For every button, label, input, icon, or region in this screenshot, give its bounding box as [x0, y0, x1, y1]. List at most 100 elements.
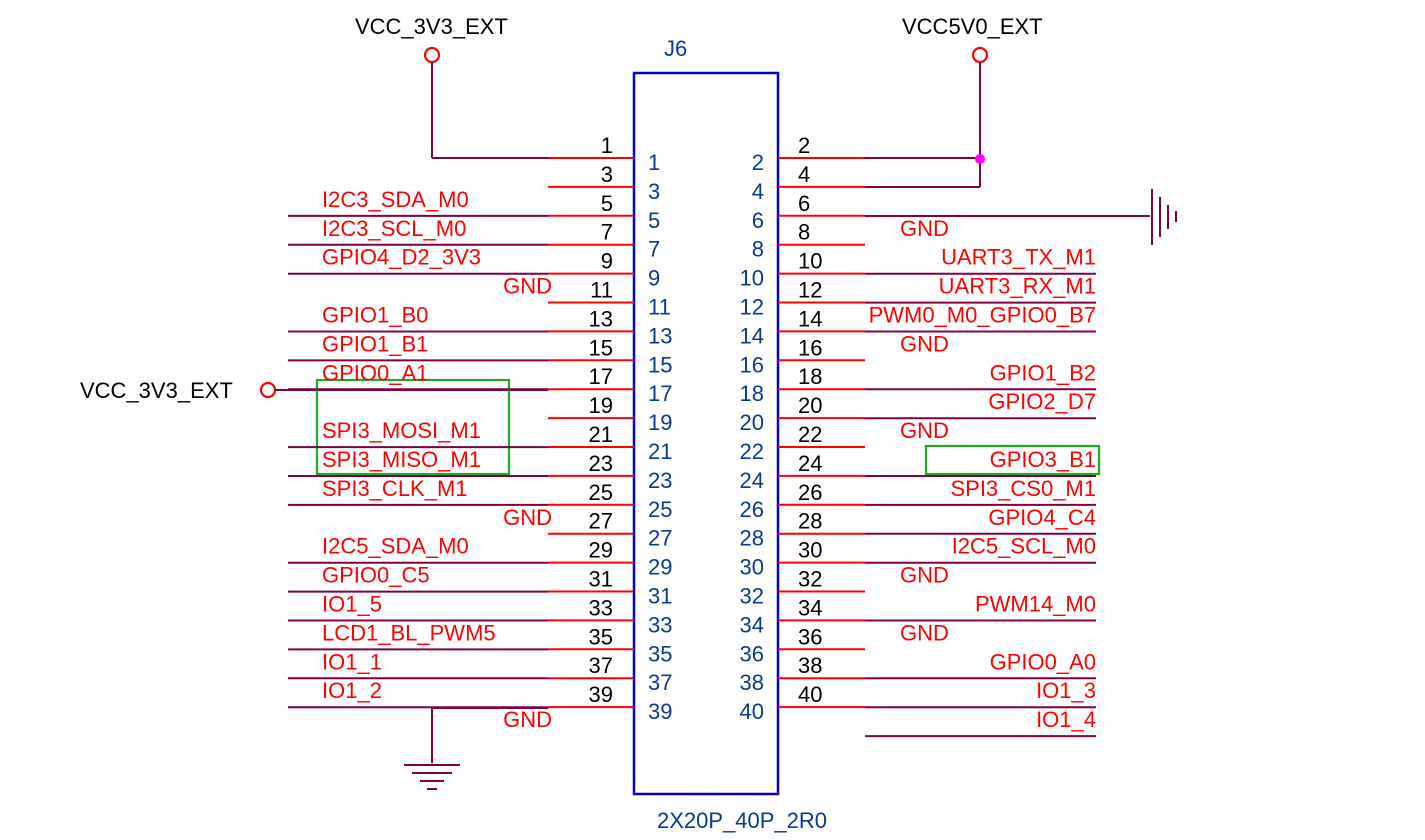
pin-number-outer: 33 [589, 595, 613, 620]
pin-number-outer: 22 [798, 422, 822, 447]
power-vcc3v3-side: VCC_3V3_EXT [80, 378, 548, 403]
power-label: VCC5V0_EXT [902, 14, 1043, 39]
power-label: VCC_3V3_EXT [355, 14, 508, 39]
net-label: UART3_TX_M1 [941, 245, 1096, 270]
net-label: GND [900, 620, 949, 645]
pin-number-outer: 7 [601, 220, 613, 245]
pin-number-inner: 29 [648, 555, 672, 580]
net-label: GPIO2_D7 [988, 389, 1096, 414]
pin-number-inner: 17 [648, 381, 672, 406]
net-label: GND [503, 707, 552, 732]
net-label: GND [900, 216, 949, 241]
pin-number-outer: 37 [589, 653, 613, 678]
pin-number-inner: 7 [648, 237, 660, 262]
net-label: SPI3_MISO_M1 [322, 447, 481, 472]
pin-number-outer: 5 [601, 191, 613, 216]
net-label: GPIO1_B1 [322, 331, 428, 356]
power-port-circle [259, 381, 277, 399]
pin-number-inner: 37 [648, 670, 672, 695]
pin-number-inner: 3 [648, 179, 660, 204]
pin-number-inner: 26 [740, 497, 764, 522]
net-label: IO1_3 [1036, 678, 1096, 703]
pin-number-outer: 2 [798, 133, 810, 158]
pin-number-inner: 18 [740, 381, 764, 406]
refdes-label: J6 [664, 36, 687, 61]
pin-number-inner: 13 [648, 323, 672, 348]
pin-number-outer: 25 [589, 480, 613, 505]
pin-number-inner: 2 [752, 150, 764, 175]
pin-number-outer: 16 [798, 335, 822, 360]
pin-number-outer: 38 [798, 653, 822, 678]
net-label: IO1_5 [322, 592, 382, 617]
pin-number-inner: 25 [648, 497, 672, 522]
pin-number-inner: 6 [752, 208, 764, 233]
pin-number-inner: 11 [648, 295, 671, 320]
pin-number-outer: 28 [798, 509, 822, 534]
pin-number-outer: 11 [590, 278, 613, 303]
pin-number-outer: 29 [589, 538, 613, 563]
pin-number-outer: 12 [798, 278, 822, 303]
net-label: PWM0_M0_GPIO0_B7 [869, 303, 1096, 328]
pin-number-inner: 14 [740, 323, 764, 348]
pin-number-inner: 22 [740, 439, 764, 464]
pin-number-outer: 6 [798, 191, 810, 216]
net-label: GND [503, 505, 552, 530]
pin-number-inner: 21 [648, 439, 672, 464]
net-label: GPIO1_B2 [990, 360, 1096, 385]
net-label: IO1_1 [322, 649, 382, 674]
spi3-cs-highlight [924, 444, 1101, 476]
pin-number-inner: 9 [648, 266, 660, 291]
pin-number-outer: 35 [589, 624, 613, 649]
pin-number-inner: 12 [740, 295, 764, 320]
pin-number-inner: 5 [648, 208, 660, 233]
net-label: I2C3_SDA_M0 [322, 187, 469, 212]
pin-number-outer: 39 [589, 682, 613, 707]
net-label: SPI3_CLK_M1 [322, 476, 468, 501]
net-label: UART3_RX_M1 [939, 274, 1096, 299]
junction-dot [975, 154, 985, 164]
net-label: I2C5_SCL_M0 [952, 534, 1096, 559]
net-label: GND [900, 418, 949, 443]
net-label: GPIO0_C5 [322, 563, 430, 588]
power-vcc5v0-top: VCC5V0_EXT [865, 14, 1043, 188]
pin-number-inner: 1 [648, 150, 660, 175]
pin-number-inner: 8 [752, 237, 764, 262]
net-label: GPIO4_C4 [988, 505, 1096, 530]
pin-number-inner: 10 [740, 266, 764, 291]
pin-number-inner: 39 [648, 699, 672, 724]
pin-number-outer: 31 [589, 567, 613, 592]
pin-number-outer: 34 [798, 595, 822, 620]
pin-number-inner: 23 [648, 468, 672, 493]
net-label: GND [503, 274, 552, 299]
net-label: GPIO1_B0 [322, 303, 428, 328]
pin-number-inner: 38 [740, 670, 764, 695]
pin-number-outer: 21 [589, 422, 613, 447]
power-port-circle [423, 46, 441, 64]
power-port-circle [971, 46, 989, 64]
ground-symbol-right [865, 189, 1177, 245]
pin-number-inner: 20 [740, 410, 764, 435]
pin-number-inner: 19 [648, 410, 672, 435]
pin-number-outer: 24 [798, 451, 822, 476]
pin-number-outer: 14 [798, 306, 822, 331]
pin-number-outer: 4 [798, 162, 810, 187]
net-label: PWM14_M0 [975, 592, 1096, 617]
pin-number-inner: 28 [740, 526, 764, 551]
pin-number-inner: 27 [648, 526, 672, 551]
pin-number-inner: 31 [648, 584, 672, 609]
pin-number-inner: 15 [648, 352, 672, 377]
net-label: I2C5_SDA_M0 [322, 534, 469, 559]
net-label: GPIO3_B1 [990, 447, 1096, 472]
net-label: IO1_4 [1036, 707, 1096, 732]
pin-number-outer: 26 [798, 480, 822, 505]
pin-number-outer: 15 [589, 335, 613, 360]
pin-number-inner: 36 [740, 641, 764, 666]
pin-number-inner: 35 [648, 641, 672, 666]
pin-number-outer: 3 [601, 162, 613, 187]
pin-number-outer: 27 [589, 509, 613, 534]
connector-body [632, 71, 780, 796]
pin-number-inner: 16 [740, 352, 764, 377]
pin-number-outer: 17 [589, 364, 613, 389]
pin-number-outer: 1 [601, 133, 613, 158]
net-label: GPIO4_D2_3V3 [322, 245, 481, 270]
